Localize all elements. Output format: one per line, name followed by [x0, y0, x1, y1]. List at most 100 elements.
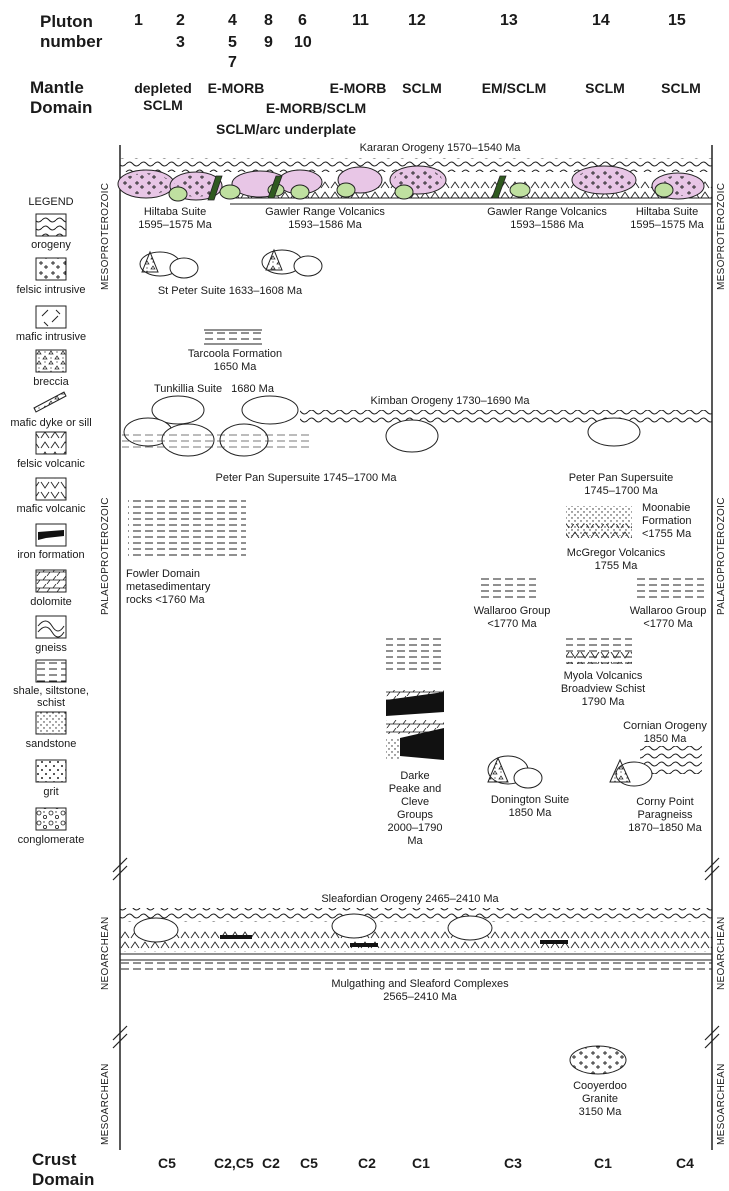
corny-line3: 1870–1850 Ma — [620, 822, 710, 835]
crust-domain-c1-b: C1 — [594, 1155, 612, 1171]
eon-meso-right: MESOPROTEROZOIC — [716, 183, 727, 290]
cooyerdoo-line1: Cooyerdoo — [560, 1080, 640, 1093]
moonabie-line1: Moonabie — [642, 502, 692, 515]
legend-label-gneiss: gneiss — [0, 642, 106, 654]
darke-line1: Darke — [376, 770, 454, 783]
breccia-icon — [36, 350, 66, 372]
peter-pan-right-age: 1745–1700 Ma — [556, 485, 686, 498]
myola-label: Myola Volcanics Broadview Schist 1790 Ma — [548, 670, 658, 709]
wallaroo-right-age: <1770 Ma — [618, 618, 718, 631]
legend-label-felsic-volcanic: felsic volcanic — [0, 458, 106, 470]
darke-line2: Peake and — [376, 783, 454, 796]
legend-title: LEGEND — [0, 196, 106, 209]
moonabie-line2: Formation — [642, 515, 692, 528]
mafic-intrusive-icon — [36, 306, 66, 328]
darke-line5: 2000–1790 — [376, 822, 454, 835]
orogeny-icon — [36, 214, 66, 236]
mulgathing-label: Mulgathing and Sleaford Complexes 2565–2… — [300, 978, 540, 1004]
wallaroo-right — [636, 576, 704, 598]
legend-label-grit: grit — [0, 786, 106, 798]
fowler-shale-block — [128, 498, 246, 560]
donington-name: Donington Suite — [480, 794, 580, 807]
crust-domain-c5-b: C5 — [300, 1155, 318, 1171]
legend-label-shale-line2: schist — [0, 697, 106, 709]
corny-line1: Corny Point — [620, 796, 710, 809]
donington-plutons — [488, 756, 542, 788]
hiltaba-right-name: Hiltaba Suite — [622, 206, 712, 219]
crust-domain-c2-a: C2 — [262, 1155, 280, 1171]
mcgregor-label: McGregor Volcanics 1755 Ma — [556, 547, 676, 573]
moonabie-label: Moonabie Formation <1755 Ma — [642, 502, 692, 541]
tarcoola-name: Tarcoola Formation — [180, 348, 290, 361]
legend-label-iron-formation: iron formation — [0, 549, 106, 561]
legend-label-mafic-volcanic: mafic volcanic — [0, 503, 106, 515]
fowler-line1: Fowler Domain — [126, 568, 210, 581]
grv-right-name: Gawler Range Volcanics — [472, 206, 622, 219]
cornian-name: Cornian Orogeny — [620, 720, 710, 733]
tarcoola-age: 1650 Ma — [180, 361, 290, 374]
crust-domain-c2c5: C2,C5 — [214, 1155, 254, 1171]
wallaroo-right-name: Wallaroo Group — [618, 605, 718, 618]
legend-label-mafic-intrusive: mafic intrusive — [0, 331, 106, 343]
crust-domain-c3: C3 — [504, 1155, 522, 1171]
crust-domain-c4: C4 — [676, 1155, 694, 1171]
mafic-dyke-icon — [34, 392, 66, 412]
legend-label-sandstone: sandstone — [0, 738, 106, 750]
cornian-orogeny-label: Cornian Orogeny 1850 Ma — [620, 720, 710, 746]
tunkillia-age: 1680 Ma — [231, 383, 274, 395]
crust-domain-c1-a: C1 — [412, 1155, 430, 1171]
wallaroo-left — [478, 576, 536, 598]
sleafordian-volcanic-band — [120, 930, 712, 952]
eon-mesoarchean-left: MESOARCHEAN — [100, 1063, 111, 1145]
grv-left-age: 1593–1586 Ma — [250, 219, 400, 232]
cooyerdoo-line3: 3150 Ma — [560, 1106, 640, 1119]
fowler-domain-label: Fowler Domain metasedimentary rocks <176… — [126, 568, 210, 607]
grit-icon — [36, 760, 66, 782]
myola-line2: Broadview Schist — [548, 683, 658, 696]
grv-left-label: Gawler Range Volcanics 1593–1586 Ma — [250, 206, 400, 232]
wallaroo-right-label: Wallaroo Group <1770 Ma — [618, 605, 718, 631]
sandstone-icon — [36, 712, 66, 734]
hiltaba-suite-right-label: Hiltaba Suite 1595–1575 Ma — [622, 206, 712, 232]
moonabie-line3: <1755 Ma — [642, 528, 692, 541]
sleafordian-orogeny-band — [120, 908, 712, 922]
crust-domain-label: Crust Domain — [32, 1150, 94, 1190]
legend-label-orogeny: orogeny — [0, 239, 106, 251]
darke-line6: Ma — [376, 835, 454, 848]
cornian-age: 1850 Ma — [620, 733, 710, 746]
grv-right-age: 1593–1586 Ma — [472, 219, 622, 232]
wallaroo-left-age: <1770 Ma — [462, 618, 562, 631]
sleafordian-orogeny-label: Sleafordian Orogeny 2465–2410 Ma — [290, 893, 530, 906]
corny-line2: Paragneiss — [620, 809, 710, 822]
fowler-line3: rocks <1760 Ma — [126, 594, 210, 607]
mulgathing-name: Mulgathing and Sleaford Complexes — [300, 978, 540, 991]
st-peter-plutons — [140, 250, 322, 278]
myola-line1: Myola Volcanics — [548, 670, 658, 683]
eon-breaks — [113, 858, 719, 1048]
grv-right-label: Gawler Range Volcanics 1593–1586 Ma — [472, 206, 622, 232]
mulgathing-age: 2565–2410 Ma — [300, 991, 540, 1004]
st-peter-suite-label: St Peter Suite 1633–1608 Ma — [130, 285, 330, 298]
crust-domain-c5-a: C5 — [158, 1155, 176, 1171]
tunkillia-name: Tunkillia Suite — [154, 383, 222, 395]
darke-peake-label: Darke Peake and Cleve Groups 2000–1790 M… — [376, 770, 454, 848]
hiltaba-left-age: 1595–1575 Ma — [130, 219, 220, 232]
cooyerdoo-label: Cooyerdoo Granite 3150 Ma — [560, 1080, 640, 1119]
eon-neoarchean-left: NEOARCHEAN — [100, 916, 111, 990]
tarcoola-label: Tarcoola Formation 1650 Ma — [180, 348, 290, 374]
legend-label-conglomerate: conglomerate — [0, 834, 106, 846]
hiltaba-right-age: 1595–1575 Ma — [622, 219, 712, 232]
legend-label-dolomite: dolomite — [0, 596, 106, 608]
kimban-orogeny-label: Kimban Orogeny 1730–1690 Ma — [340, 395, 560, 408]
mcgregor-age: 1755 Ma — [556, 560, 676, 573]
dolomite-icon — [36, 570, 66, 592]
hiltaba-left-name: Hiltaba Suite — [130, 206, 220, 219]
conglomerate-icon — [36, 808, 66, 830]
wallaroo-left-name: Wallaroo Group — [462, 605, 562, 618]
fowler-line2: metasedimentary — [126, 581, 210, 594]
peter-pan-right-name: Peter Pan Supersuite — [556, 472, 686, 485]
felsic-intrusive-icon — [36, 258, 66, 280]
donington-label: Donington Suite 1850 Ma — [480, 794, 580, 820]
peter-pan-right-label: Peter Pan Supersuite 1745–1700 Ma — [556, 472, 686, 498]
felsic-volcanic-icon — [36, 432, 66, 454]
